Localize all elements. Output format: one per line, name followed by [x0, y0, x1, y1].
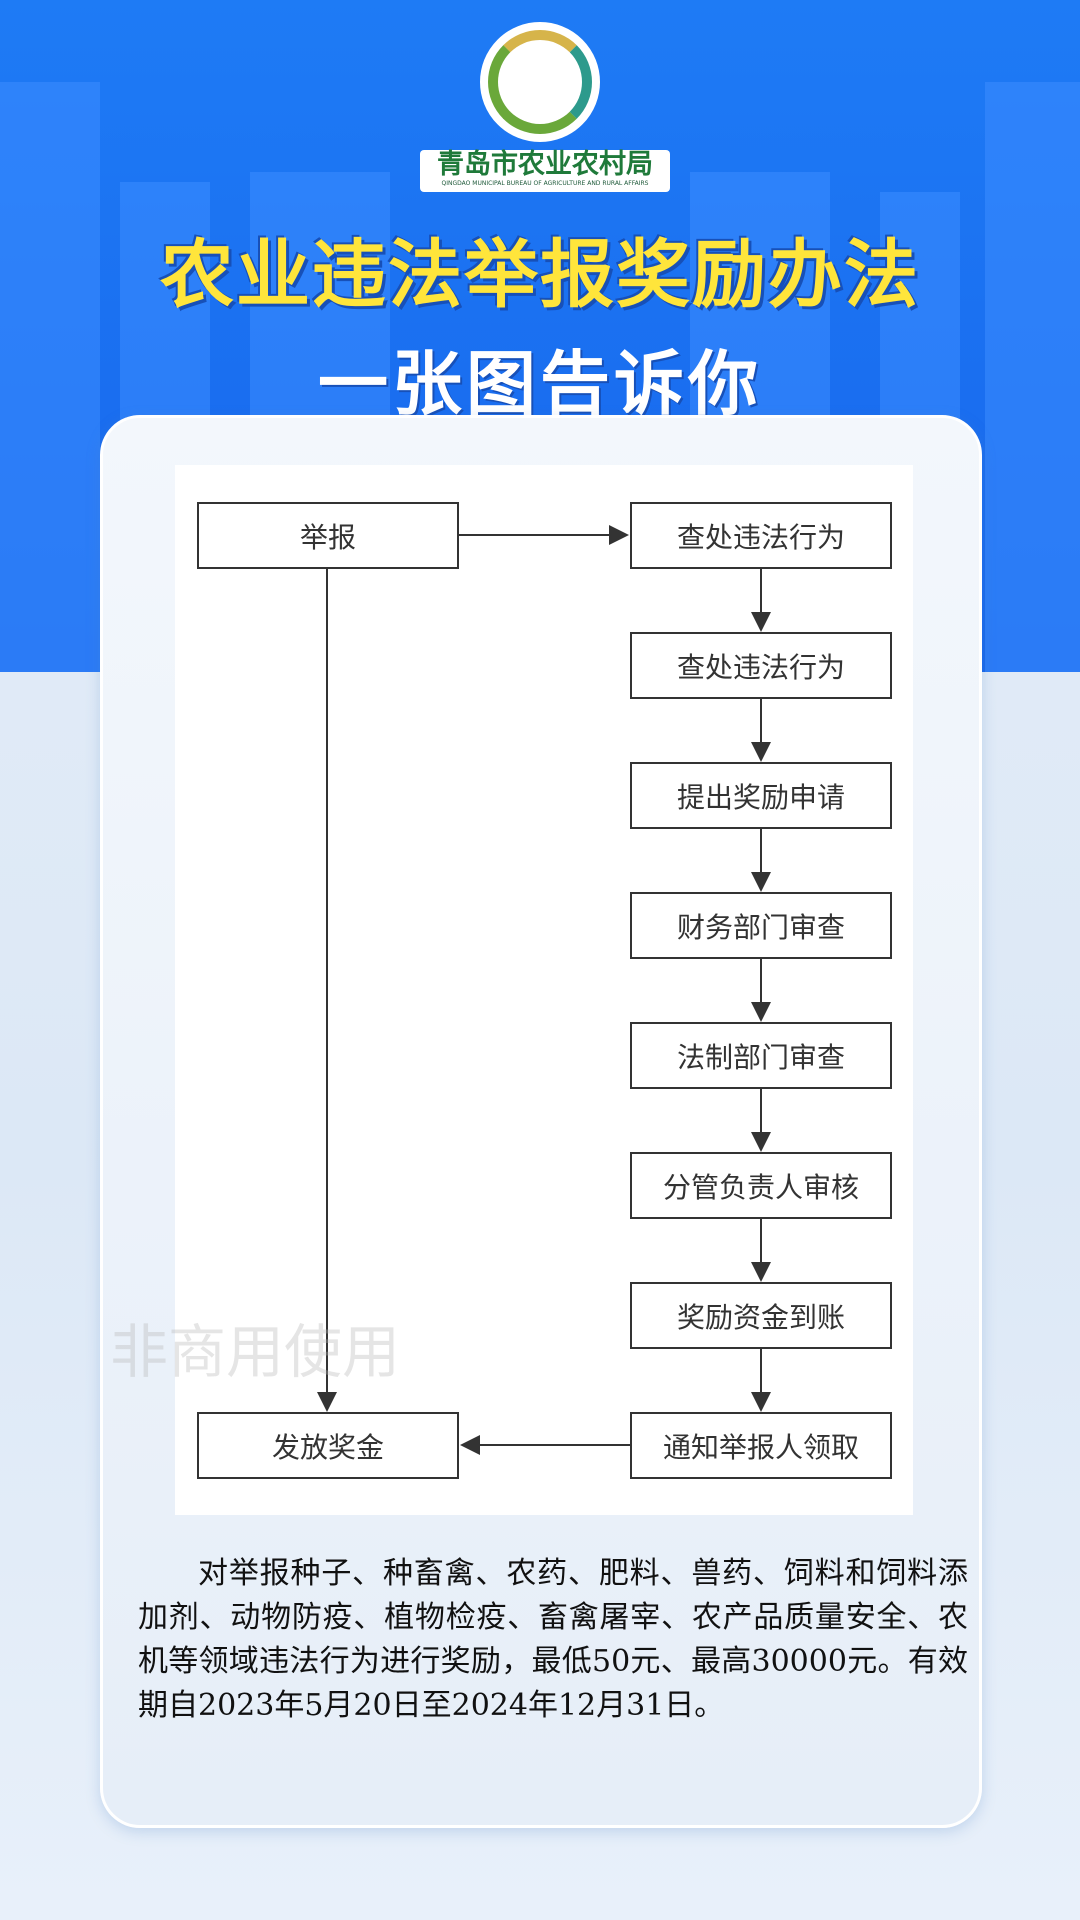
logo-emblem-icon: [488, 30, 592, 134]
flow-step: 分管负责人审核: [630, 1152, 892, 1219]
org-name: 青岛市农业农村局: [437, 149, 653, 180]
flow-step: 查处违法行为: [630, 502, 892, 569]
flow-step: 财务部门审查: [630, 892, 892, 959]
bureau-logo: [480, 22, 600, 142]
flow-step: 通知举报人领取: [630, 1412, 892, 1479]
building-decoration: [0, 82, 100, 672]
page-subtitle: 一张图告诉你: [318, 343, 762, 425]
page-title: 农业违法举报奖励办法: [160, 232, 920, 318]
flow-step: 查处违法行为: [630, 632, 892, 699]
org-name-en: QINGDAO MUNICIPAL BUREAU OF AGRICULTURE …: [441, 180, 649, 187]
flow-step: 提出奖励申请: [630, 762, 892, 829]
flowchart: 举报 发放奖金 查处违法行为查处违法行为提出奖励申请财务部门审查法制部门审查分管…: [175, 465, 913, 1515]
flow-step-issue-reward: 发放奖金: [197, 1412, 459, 1479]
flow-arrows: [317, 525, 771, 1455]
flow-step: 奖励资金到账: [630, 1282, 892, 1349]
watermark: 非商用使用: [110, 1318, 401, 1386]
building-decoration: [985, 82, 1080, 672]
description-paragraph: 对举报种子、种畜禽、农药、肥料、兽药、饲料和饲料添加剂、动物防疫、植物检疫、畜禽…: [138, 1556, 968, 1723]
flow-step-report: 举报: [197, 502, 459, 569]
flow-step: 法制部门审查: [630, 1022, 892, 1089]
